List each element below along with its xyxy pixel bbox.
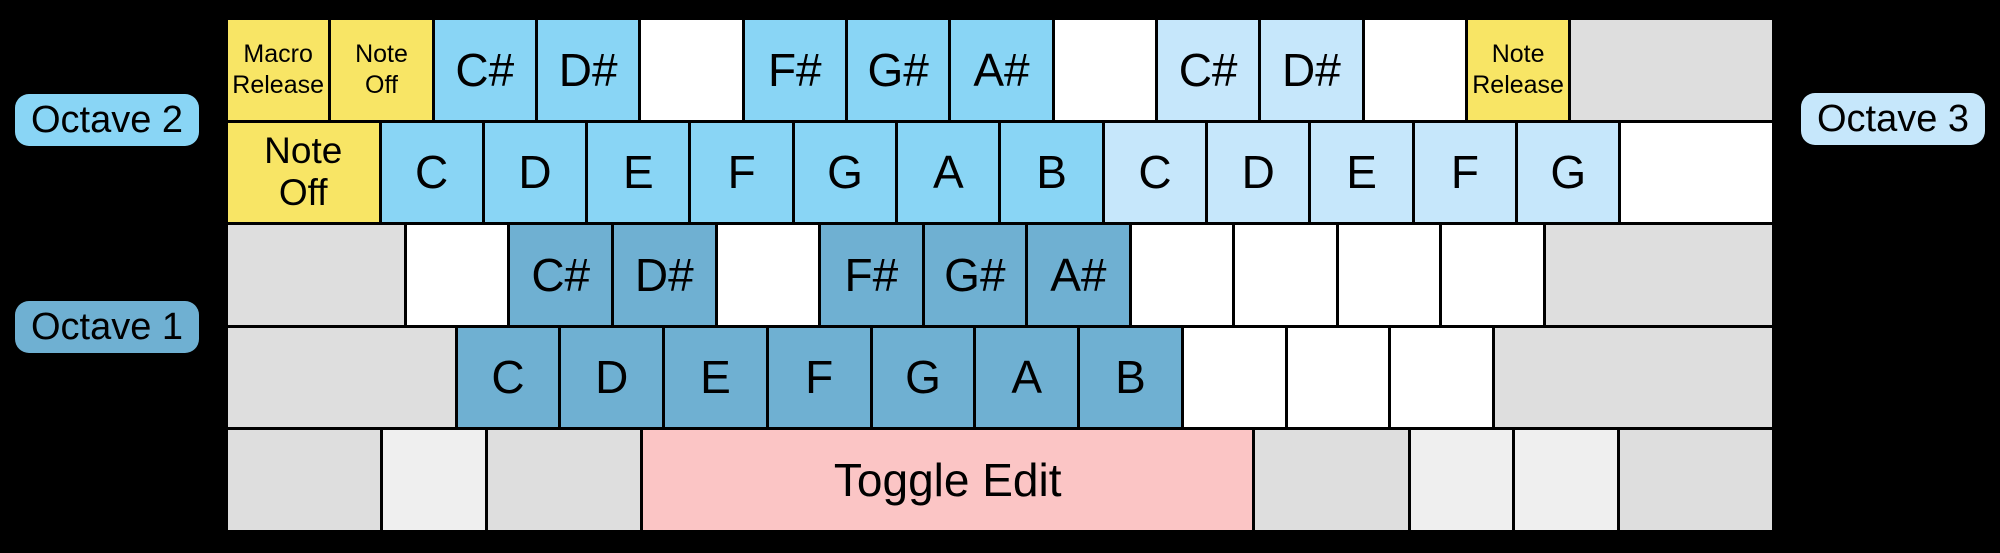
key-caps-unmapped bbox=[228, 225, 404, 325]
key-g-oct2: G bbox=[794, 122, 896, 223]
key-alt-right-unmapped bbox=[1255, 430, 1408, 530]
key-mod-right-unmapped bbox=[1515, 430, 1617, 530]
key-dsharp-oct1: D# bbox=[614, 225, 715, 325]
key-blank bbox=[1338, 225, 1440, 325]
key-blank bbox=[1054, 20, 1155, 120]
key-g-oct1: G bbox=[872, 327, 974, 428]
key-note-off-top: Note Off bbox=[331, 20, 432, 120]
key-alt-left-unmapped bbox=[487, 430, 641, 530]
key-blank bbox=[1621, 122, 1772, 223]
key-toggle-edit-spacebar: Toggle Edit bbox=[643, 430, 1253, 530]
key-f-oct3: F bbox=[1414, 122, 1516, 223]
key-note-off: Note Off bbox=[228, 122, 379, 223]
key-d-oct3: D bbox=[1208, 122, 1309, 223]
key-backspace-unmapped bbox=[1571, 20, 1772, 120]
key-blank bbox=[406, 225, 508, 325]
key-csharp-oct3: C# bbox=[1157, 20, 1259, 120]
key-c-oct3: C bbox=[1104, 122, 1206, 223]
key-csharp-oct1: C# bbox=[510, 225, 611, 325]
key-asharp-oct1: A# bbox=[1028, 225, 1129, 325]
key-e-oct1: E bbox=[665, 327, 766, 428]
keyboard-row-3: C#D# F#G#A# bbox=[228, 225, 1772, 325]
key-g-oct3: G bbox=[1518, 122, 1619, 223]
key-blank bbox=[1183, 327, 1285, 428]
key-ctrl-left-unmapped bbox=[228, 430, 381, 530]
octave-2-badge: Octave 2 bbox=[15, 94, 199, 146]
octave-3-badge: Octave 3 bbox=[1801, 93, 1985, 145]
key-blank bbox=[641, 20, 742, 120]
key-blank bbox=[1442, 225, 1543, 325]
key-macro-release: Macro Release bbox=[228, 20, 329, 120]
key-e-oct3: E bbox=[1311, 122, 1412, 223]
key-a-oct1: A bbox=[976, 327, 1078, 428]
key-shift-right-unmapped bbox=[1495, 327, 1773, 428]
key-gsharp-oct1: G# bbox=[924, 225, 1026, 325]
key-blank bbox=[1391, 327, 1492, 428]
key-csharp-oct2: C# bbox=[434, 20, 535, 120]
key-d-oct2: D bbox=[484, 122, 586, 223]
key-b-oct1: B bbox=[1080, 327, 1181, 428]
octave-1-badge: Octave 1 bbox=[15, 301, 199, 353]
key-blank bbox=[1235, 225, 1336, 325]
key-blank bbox=[1131, 225, 1233, 325]
key-blank bbox=[717, 225, 819, 325]
key-fsharp-oct1: F# bbox=[821, 225, 922, 325]
key-gsharp-oct2: G# bbox=[847, 20, 949, 120]
key-e-oct2: E bbox=[588, 122, 689, 223]
key-blank bbox=[1364, 20, 1465, 120]
key-a-oct2: A bbox=[898, 122, 999, 223]
key-ctrl-right-unmapped bbox=[1619, 430, 1772, 530]
key-note-release: Note Release bbox=[1467, 20, 1569, 120]
keyboard-row-5: Toggle Edit bbox=[228, 430, 1772, 530]
key-c-oct2: C bbox=[381, 122, 482, 223]
key-asharp-oct2: A# bbox=[951, 20, 1052, 120]
key-b-oct2: B bbox=[1001, 122, 1102, 223]
key-dsharp-oct2: D# bbox=[537, 20, 639, 120]
key-fsharp-oct2: F# bbox=[744, 20, 845, 120]
key-d-oct1: D bbox=[561, 327, 663, 428]
key-shift-left-unmapped bbox=[228, 327, 455, 428]
key-blank bbox=[1287, 327, 1389, 428]
key-f-oct1: F bbox=[768, 327, 870, 428]
key-dsharp-oct3: D# bbox=[1261, 20, 1362, 120]
key-mod-left-unmapped bbox=[383, 430, 485, 530]
key-enter-unmapped bbox=[1545, 225, 1772, 325]
key-f-oct2: F bbox=[691, 122, 792, 223]
key-mod-right-unmapped bbox=[1410, 430, 1513, 530]
key-c-oct1: C bbox=[457, 327, 559, 428]
